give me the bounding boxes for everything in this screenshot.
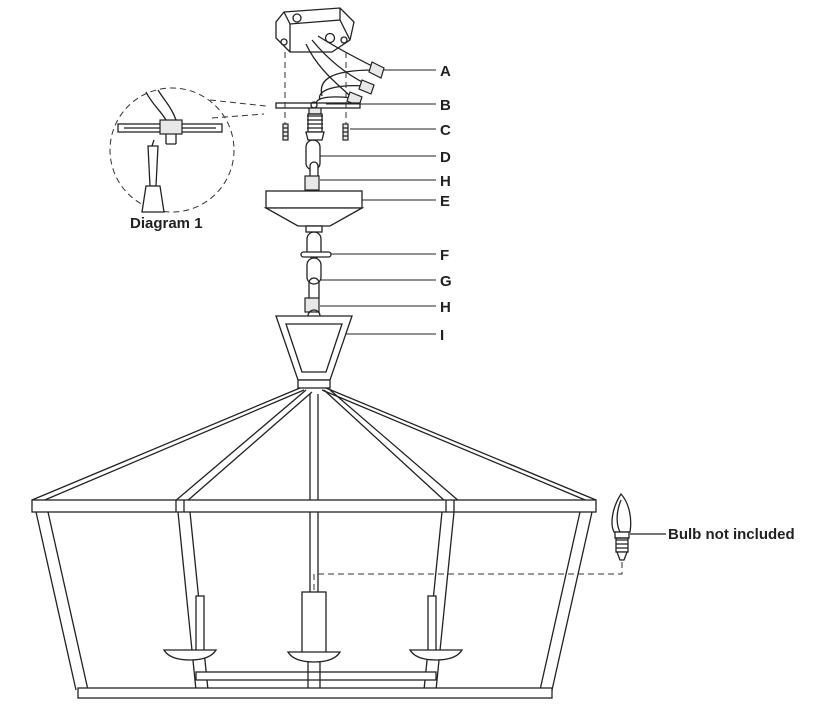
threaded-nipple [305,107,325,141]
right-candle-sleeve [427,595,437,653]
left-bobeche [162,649,218,661]
inset-caption: Diagram 1 [130,215,203,232]
center-candle-sleeve [301,591,327,655]
callout-d: D [440,149,451,166]
callout-i: I [440,327,444,344]
screwdriver-blade [147,145,159,187]
screwdriver-handle [141,185,165,213]
inset-nut [159,119,183,135]
middle-chain [300,231,332,327]
mounting-bracket [275,101,361,109]
inset-diagram [109,87,267,213]
wire-nut-1 [368,61,385,79]
lantern-frame [31,387,597,699]
callout-e: E [440,193,450,210]
top-cap [275,315,353,389]
callout-g: G [440,273,452,290]
candle-arms [162,591,464,688]
callouts: A B C D H E F G H I [320,63,452,344]
callout-a: A [440,63,451,80]
wire-nut-2 [358,79,375,95]
callout-h-lower: H [440,299,451,316]
callout-c: C [440,122,451,139]
center-bobeche [286,651,342,663]
bulb-leader-dashed [313,562,623,590]
callout-b: B [440,97,451,114]
left-candle-sleeve [195,595,205,653]
chain-collar [300,251,332,258]
bulb-note: Bulb not included [668,526,795,543]
right-bobeche [408,649,464,661]
junction-box [275,7,355,53]
wire-nuts [346,61,385,107]
callout-f: F [440,247,449,264]
canopy [263,190,365,233]
callout-h-upper: H [440,173,451,190]
candelabra-bulb [611,492,632,561]
upper-chain [304,139,321,191]
